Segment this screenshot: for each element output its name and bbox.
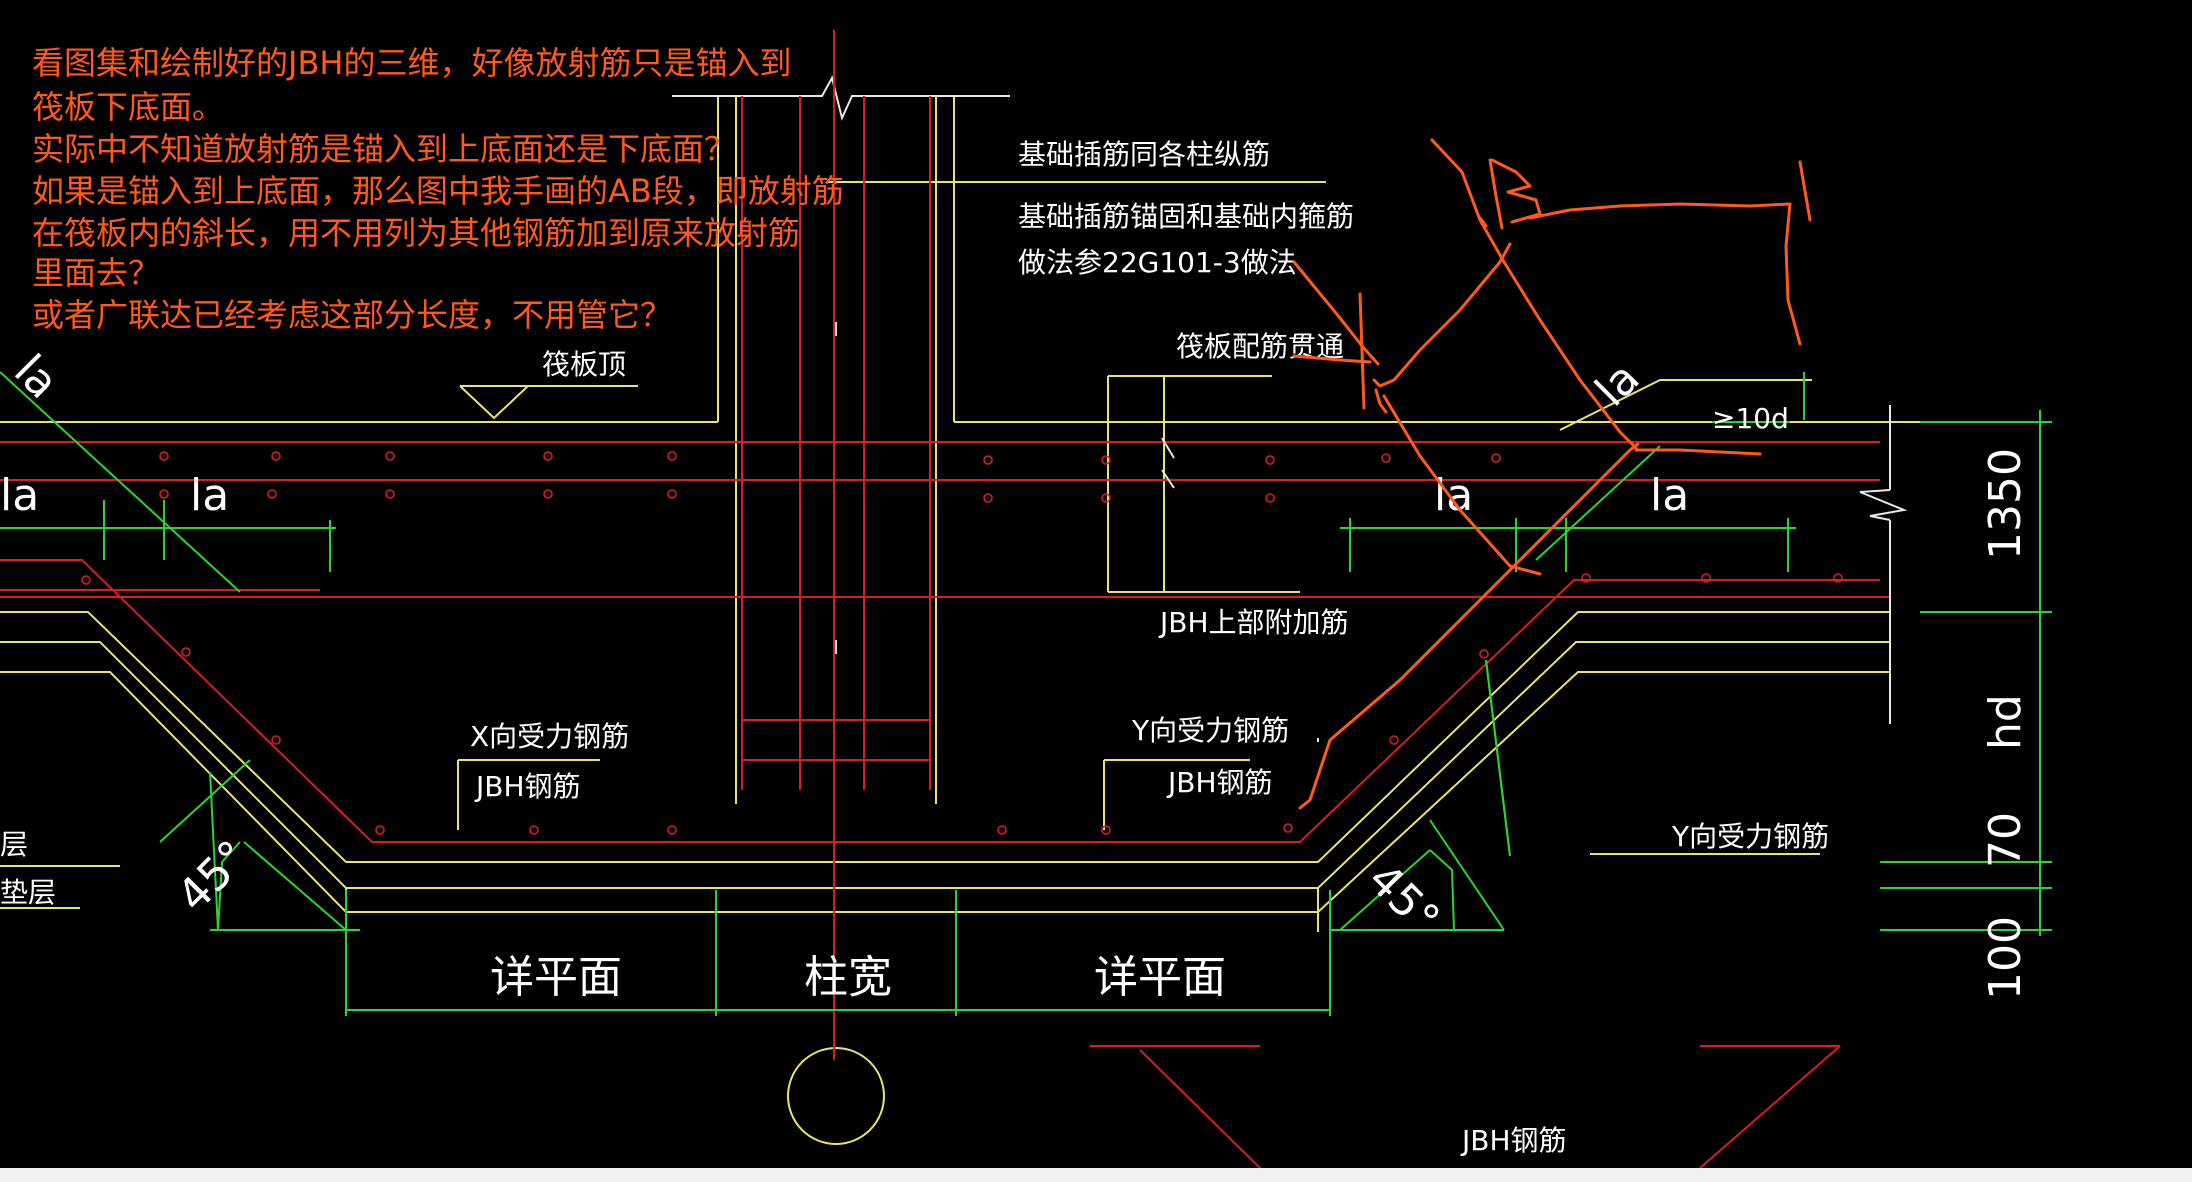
x-rebar-label: X向受力钢筋 <box>470 720 629 753</box>
rebar-lines <box>0 30 1890 1169</box>
annotation-line-7: 或者广联达已经考虑这部分长度，不用管它？ <box>32 296 672 334</box>
annotation-line-5: 在筏板内的斜长，用不用列为其他钢筋加到原来放射筋 <box>32 214 800 252</box>
dimension-lines <box>0 371 2052 1016</box>
drawing-labels: 筏板顶 基础插筋同各柱纵筋 基础插筋锚固和基础内箍筋 做法参22G101-3做法… <box>0 138 1829 1157</box>
left-layer-label-1: 层 <box>0 828 28 861</box>
question-annotation: 看图集和绘制好的JBH的三维，好像放射筋只是锚入到 筏板下底面。 实际中不知道放… <box>32 44 1501 334</box>
dim-70: 70 <box>1980 812 2031 868</box>
concrete-outline <box>0 75 2040 1145</box>
dim-detail-right: 详平面 <box>1094 952 1226 1003</box>
angle-right-label: 45° <box>1358 854 1449 945</box>
hand-annotation-strokes <box>1292 138 1812 810</box>
dim-1350: 1350 <box>1980 448 2031 560</box>
annotation-line-2: 筏板下底面。 <box>32 88 224 126</box>
ge10d-label: ≥10d <box>1712 402 1789 435</box>
la-label-6: la <box>1586 353 1650 417</box>
dim-100: 100 <box>1980 916 2031 1000</box>
right-break-line <box>1859 405 1908 724</box>
annotation-letter-b: B <box>1500 199 1501 201</box>
y-rebar-label: Y向受力钢筋 <box>1131 714 1289 747</box>
dim-column-width: 柱宽 <box>804 952 892 1003</box>
dim-hd: hd <box>1980 694 2031 750</box>
x-jbh-label: JBH钢筋 <box>474 770 581 803</box>
annotation-line-3: 实际中不知道放射筋是锚入到上底面还是下底面？ <box>32 130 736 168</box>
jbh-top-extra-label: JBH上部附加筋 <box>1158 606 1349 639</box>
dowel-same-label: 基础插筋同各柱纵筋 <box>1018 138 1270 171</box>
la-label-2: la <box>190 470 229 521</box>
dowel-anchor-label: 基础插筋锚固和基础内箍筋 <box>1018 200 1354 233</box>
la-label-4: la <box>1650 470 1689 521</box>
column-ticks <box>835 322 1319 742</box>
y-rebar-right-label: Y向受力钢筋 <box>1671 820 1829 853</box>
left-layer-label-2: 垫层 <box>0 876 56 909</box>
annotation-line-6: 里面去？ <box>32 254 160 292</box>
annotation-line-4: 如果是锚入到上底面，那么图中我手画的AB段，即放射筋 <box>32 172 844 210</box>
rebar-dots <box>81 451 1843 835</box>
annotation-line-1: 看图集和绘制好的JBH的三维，好像放射筋只是锚入到 <box>32 44 791 82</box>
dim-detail-left: 详平面 <box>490 952 622 1003</box>
la-label-1: la <box>0 470 39 521</box>
dimension-texts: 1350 hd 70 100 详平面 柱宽 详平面 <box>490 448 2031 1003</box>
la-label-3: la <box>1434 470 1473 521</box>
dowel-ref-label: 做法参22G101-3做法 <box>1018 246 1297 279</box>
raft-top-label: 筏板顶 <box>542 348 626 381</box>
la-label-5: la <box>4 345 68 409</box>
bottom-jbh-label: JBH钢筋 <box>1460 1124 1567 1157</box>
window-bottom-bar <box>0 1168 2192 1182</box>
angle-left-label: 45° <box>168 831 259 922</box>
y-jbh-label: JBH钢筋 <box>1166 766 1273 799</box>
